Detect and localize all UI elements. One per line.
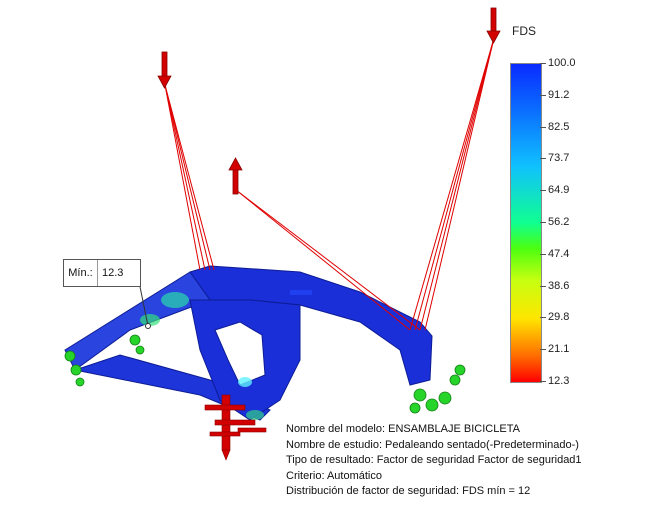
colorbar-tick-label: 56.2: [539, 216, 570, 228]
study-info: Nombre del modelo: ENSAMBLAJE BICICLETA …: [286, 422, 582, 500]
min-label-value: 12.3: [102, 267, 124, 279]
load-lines: [164, 37, 495, 331]
colorbar-tick-label: 64.9: [539, 184, 570, 197]
fds-colorbar: [510, 63, 542, 383]
bicycle-frame: [64, 265, 433, 421]
colorbar-tick-label: 100.0: [540, 57, 576, 69]
fixture-markers: [64, 334, 466, 414]
colorbar-tick-label: 73.7: [539, 152, 570, 165]
legend-title: FDS: [512, 24, 536, 38]
colorbar-tick-label: 47.4: [539, 247, 570, 260]
pedal-force-cluster: [204, 394, 267, 461]
study-name: Nombre de estudio: Pedaleando sentado(-P…: [286, 438, 579, 451]
colorbar-tick-label: 91.2: [539, 88, 570, 101]
min-value-callout[interactable]: Mín.: 12.3: [63, 259, 141, 287]
min-label-key: Mín.:: [64, 260, 98, 286]
result-type: Tipo de resultado: Factor de seguridad F…: [286, 454, 582, 466]
force-arrow-icons: [157, 7, 501, 195]
fds-distribution: Distribución de factor de seguridad: FDS…: [286, 485, 531, 497]
colorbar-tick-label: 29.8: [539, 311, 570, 324]
min-point-icon: [145, 323, 151, 329]
model-name: Nombre del modelo: ENSAMBLAJE BICICLETA: [286, 423, 520, 435]
criterion: Criterio: Automático: [286, 469, 382, 482]
colorbar-tick-label: 82.5: [539, 120, 570, 133]
colorbar-tick-label: 38.6: [539, 279, 570, 292]
colorbar-tick-label: 12.3: [539, 375, 570, 387]
colorbar-tick-label: 21.1: [539, 343, 570, 356]
